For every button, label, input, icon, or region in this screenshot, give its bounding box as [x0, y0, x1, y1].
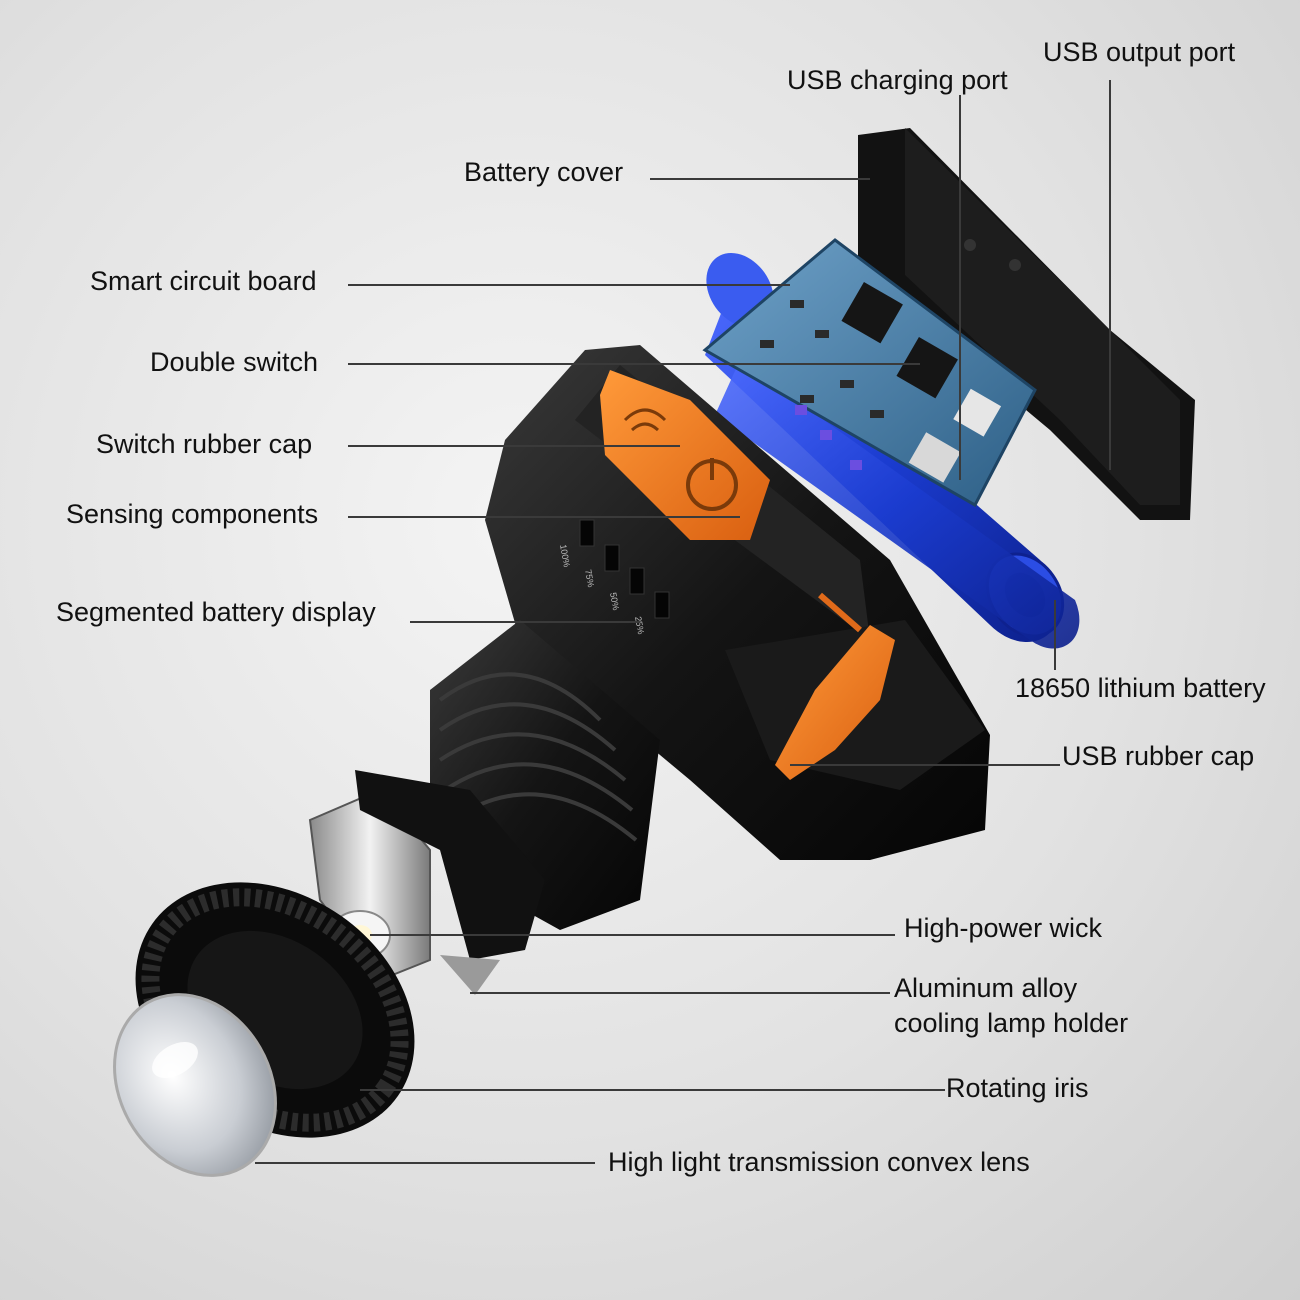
label-rotating-iris: Rotating iris [946, 1073, 1089, 1103]
leader-lines [255, 80, 1111, 1164]
label-sensing-components: Sensing components [66, 499, 319, 529]
circuit-board [702, 238, 1037, 508]
label-aluminum-alloy-line1: Aluminum alloy [894, 973, 1078, 1003]
label-18650-lithium-battery: 18650 lithium battery [1015, 673, 1266, 703]
label-convex-lens: High light transmission convex lens [608, 1147, 1030, 1177]
convex-lens [113, 993, 277, 1177]
display-level-50: 50% [608, 592, 621, 611]
label-segmented-battery-display: Segmented battery display [56, 597, 376, 627]
label-usb-rubber-cap: USB rubber cap [1062, 741, 1255, 771]
usb-rubber-cap [775, 592, 895, 780]
label-usb-charging-port: USB charging port [787, 65, 1008, 95]
display-level-75: 75% [583, 569, 596, 588]
label-usb-output-port: USB output port [1043, 37, 1236, 67]
display-level-100: 100% [558, 544, 572, 568]
label-smart-circuit-board: Smart circuit board [90, 266, 317, 296]
label-double-switch: Double switch [150, 347, 319, 377]
display-level-25: 25% [633, 616, 646, 635]
label-battery-cover: Battery cover [464, 157, 624, 187]
battery-display: 100% 75% 50% 25% [558, 519, 670, 635]
switch-rubber-cap [600, 370, 770, 540]
label-aluminum-alloy-line2: cooling lamp holder [894, 1008, 1129, 1038]
label-high-power-wick: High-power wick [904, 913, 1103, 943]
label-switch-rubber-cap: Switch rubber cap [96, 429, 313, 459]
